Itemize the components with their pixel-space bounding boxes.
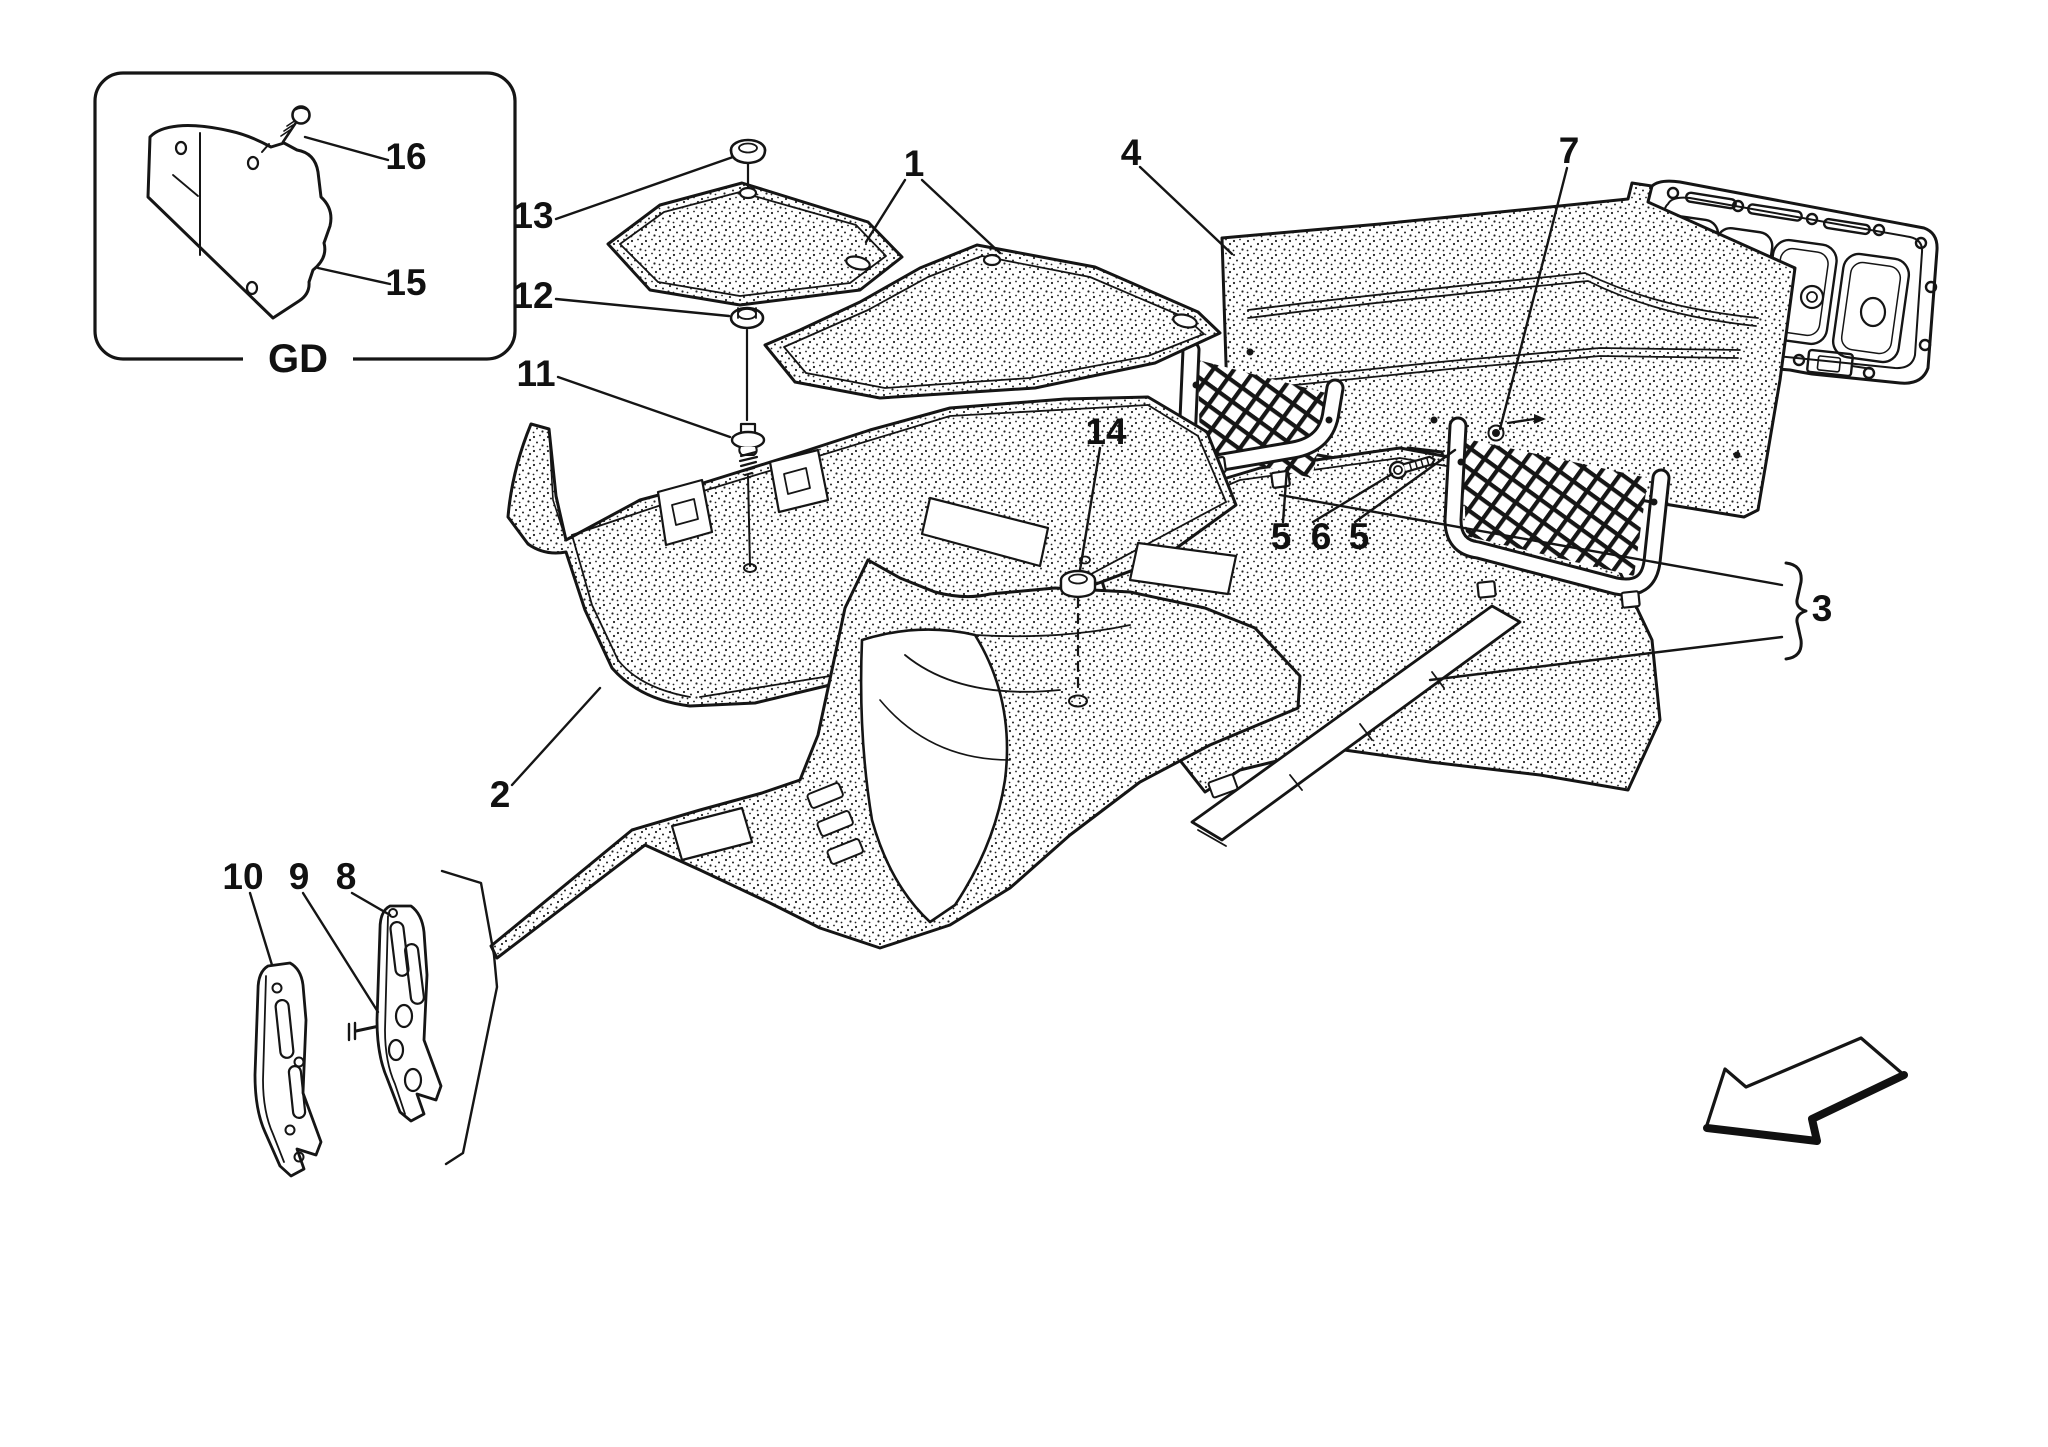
leader-5b (1353, 448, 1457, 524)
plug-14 (1059, 569, 1097, 599)
leader-1-left (864, 178, 907, 244)
leader-10 (248, 891, 274, 967)
screw-6 (1388, 455, 1436, 480)
inset-code-label: GD (268, 337, 328, 382)
leader-lines (248, 155, 1784, 1014)
floor-mat-right-1 (763, 243, 1222, 400)
direction-arrow-icon (1703, 1036, 1908, 1145)
leader-9 (301, 891, 380, 1014)
tunnel-carpet (489, 558, 1302, 960)
leader-8 (350, 891, 392, 917)
leader-13 (554, 155, 735, 221)
inset-box (93, 71, 517, 371)
leader-7 (1498, 166, 1569, 431)
leader-15 (316, 266, 392, 286)
floor-mat-left-1 (606, 181, 904, 307)
leader-2 (510, 686, 602, 787)
leader-6 (1311, 472, 1394, 524)
side-plate-8 (375, 904, 443, 1123)
callout-3: 3 (1811, 587, 1833, 629)
fastener-clip-7 (1487, 414, 1546, 442)
callout-6: 6 (1310, 515, 1332, 557)
callout-7: 7 (1558, 129, 1580, 171)
callout-2: 2 (489, 773, 511, 815)
callout-5b: 5 (1348, 515, 1370, 557)
brace-3 (1784, 561, 1808, 661)
callout-13: 13 (512, 194, 554, 236)
callout-11: 11 (516, 352, 556, 394)
callout-10: 10 (222, 855, 264, 897)
leader-3-top (1278, 493, 1784, 587)
grommet-12 (729, 303, 765, 422)
mesh-pocket-right-5 (1443, 416, 1671, 609)
callout-14: 14 (1085, 410, 1127, 452)
insulation-panel-15 (146, 124, 333, 320)
mounting-position-bracket-line (440, 869, 499, 1166)
sill-trim-strip-3 (1190, 604, 1522, 847)
callout-5a: 5 (1270, 515, 1292, 557)
leader-12 (554, 297, 731, 318)
leader-11 (556, 375, 732, 439)
side-plate-10 (253, 961, 323, 1178)
leader-14 (1078, 446, 1102, 572)
screw-16 (280, 105, 311, 144)
callout-16: 16 (385, 135, 427, 177)
screw-11 (730, 422, 766, 567)
leader-1-right (920, 178, 1002, 255)
callout-4: 4 (1120, 131, 1142, 173)
callout-1: 1 (903, 142, 925, 184)
callout-15: 15 (385, 261, 427, 303)
rear-wall-carpet-panel-4 (1220, 181, 1797, 519)
callout-9: 9 (288, 855, 310, 897)
leader-16 (303, 135, 390, 162)
callout-8: 8 (335, 855, 357, 897)
leader-4 (1138, 165, 1234, 256)
leader-3-bottom (1428, 635, 1784, 682)
callout-12: 12 (512, 274, 554, 316)
